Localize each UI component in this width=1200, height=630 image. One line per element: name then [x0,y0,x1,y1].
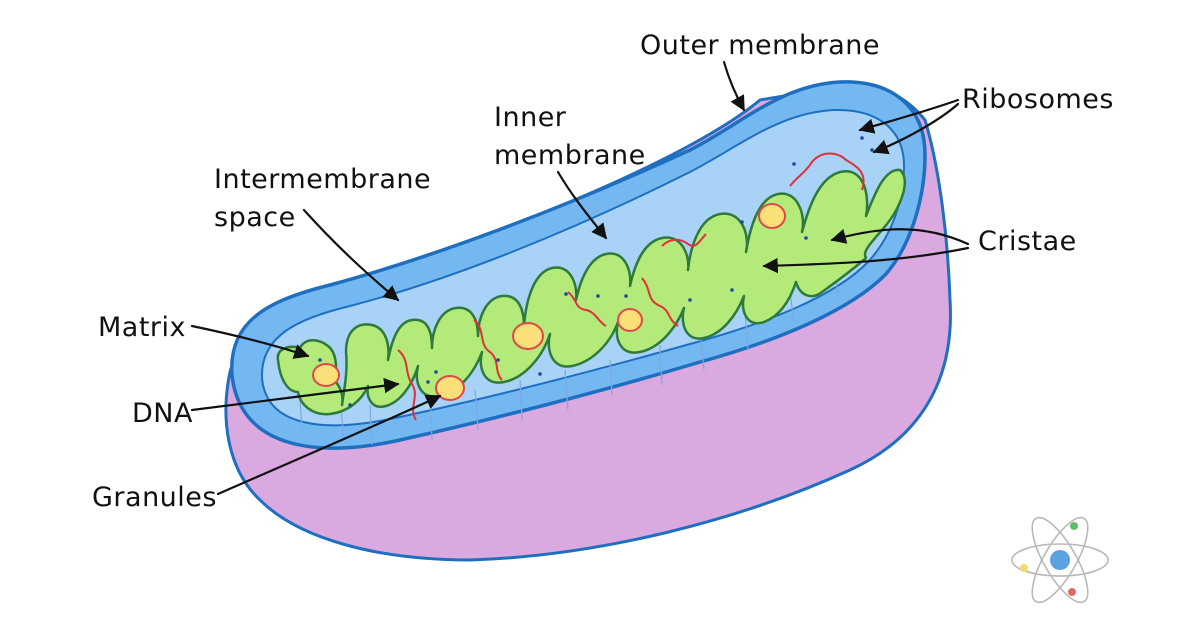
label-inner-membrane-line2: membrane [494,140,646,171]
granule [617,308,643,332]
label-ribosomes: Ribosomes [962,84,1114,115]
label-cristae: Cristae [978,226,1077,257]
leader-lines [190,60,970,496]
dna-strands [397,152,865,421]
granule [758,203,786,229]
label-inner-membrane-line1: Inner [494,102,567,133]
granules-group [312,203,786,401]
label-intermembrane-line2: space [214,202,296,233]
label-dna: DNA [132,398,193,429]
granule [512,322,544,350]
granule [435,375,465,401]
matrix-region [276,168,906,416]
label-matrix: Matrix [98,312,186,343]
granule [312,363,340,387]
label-granules: Granules [92,482,217,513]
atom-icon [1011,516,1109,604]
label-outer-membrane: Outer membrane [640,30,880,61]
ribosomes-group [318,136,874,407]
label-intermembrane-line1: Intermembrane [214,164,431,195]
